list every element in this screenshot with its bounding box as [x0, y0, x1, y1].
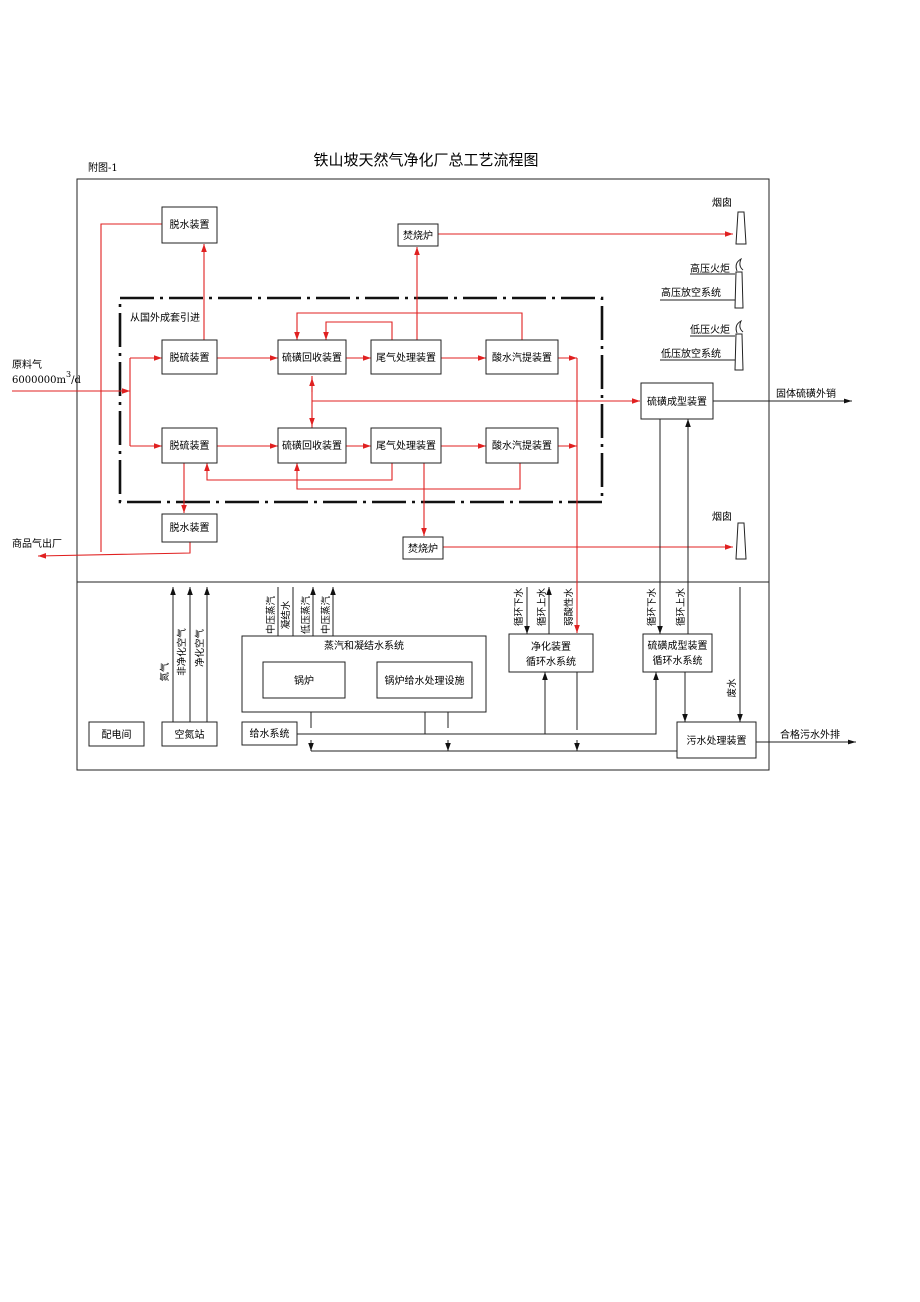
label-sulfur-cw-supply: 循环上水: [675, 588, 687, 627]
svg-text:污水处理装置: 污水处理装置: [687, 734, 747, 747]
svg-text:净化装置: 净化装置: [531, 640, 571, 653]
svg-text:低压火炬: 低压火炬: [690, 323, 730, 336]
svg-text:空氮站: 空氮站: [175, 728, 205, 741]
sewage-treatment-unit: 污水处理装置: [676, 721, 757, 759]
label-acidic-water: 弱酸性水: [563, 588, 575, 627]
svg-text:脱水装置: 脱水装置: [170, 218, 210, 231]
svg-text:硫磺回收装置: 硫磺回收装置: [282, 439, 342, 452]
svg-text:烟囱: 烟囱: [712, 510, 732, 523]
chimney-top: 烟囱: [712, 196, 747, 245]
bottom-recycle-inner: [204, 463, 393, 481]
incinerator-top: 焚烧炉: [397, 223, 439, 247]
top-recycle-inner: [323, 321, 393, 340]
sour-water-unit-top: 酸水汽提装置: [485, 339, 559, 375]
raw-gas-rate-number: 6000000m: [12, 375, 67, 386]
sulfur-recovery-unit-bottom: 硫磺回收装置: [277, 427, 347, 464]
boiler-feed-treatment: 锅炉给水处理设施: [376, 661, 473, 699]
label-sulfur-cw-return: 循环下水: [646, 588, 658, 627]
svg-text:循环水系统: 循环水系统: [653, 654, 703, 667]
imported-package-frame: [118, 296, 604, 504]
svg-text:尾气处理装置: 尾气处理装置: [376, 351, 436, 364]
sour-water-unit-bottom: 酸水汽提装置: [485, 427, 559, 464]
svg-text:低压放空系统: 低压放空系统: [661, 347, 721, 360]
raw-gas-label: 原料气: [12, 358, 42, 371]
svg-text:锅炉给水处理设施: 锅炉给水处理设施: [385, 674, 465, 687]
svg-text:硫磺成型装置: 硫磺成型装置: [648, 639, 708, 652]
figure-label: 附图-1: [88, 161, 118, 174]
label-non-purified-air: 非净化空气: [176, 628, 188, 676]
raw-gas-rate: 6000000m3/d: [12, 370, 81, 386]
raw-gas-rate-unit: /d: [71, 375, 81, 386]
svg-text:脱水装置: 脱水装置: [170, 521, 210, 534]
raw-gas-rate-sup: 3: [66, 370, 71, 379]
svg-text:焚烧炉: 焚烧炉: [403, 229, 433, 242]
dehydration-unit-bottom: 脱水装置: [161, 513, 218, 543]
label-lp-steam: 低压蒸汽: [300, 596, 312, 635]
svg-text:酸水汽提装置: 酸水汽提装置: [492, 351, 552, 364]
svg-text:尾气处理装置: 尾气处理装置: [376, 439, 436, 452]
svg-text:酸水汽提装置: 酸水汽提装置: [492, 439, 552, 452]
water-supply-system: 给水系统: [241, 721, 298, 746]
sulfur-forming-unit: 硫磺成型装置: [640, 382, 714, 420]
product-gas-label: 商品气出厂: [12, 537, 62, 550]
desulfurization-unit-bottom: 脱硫装置: [161, 427, 218, 464]
page-title: 铁山坡天然气净化厂总工艺流程图: [313, 151, 538, 169]
svg-text:脱硫装置: 脱硫装置: [170, 439, 210, 452]
wastewater-out-label: 合格污水外排: [780, 728, 840, 741]
chimney-bottom: 烟囱: [712, 510, 747, 560]
svg-text:脱硫装置: 脱硫装置: [170, 351, 210, 364]
label-purif-cw-supply: 循环上水: [536, 588, 548, 627]
label-condensate: 凝结水: [280, 600, 292, 629]
label-mp-steam-2: 中压蒸汽: [320, 596, 332, 635]
svg-text:焚烧炉: 焚烧炉: [408, 542, 438, 555]
dehydration-unit-top: 脱水装置: [161, 206, 218, 244]
incinerator-bottom: 焚烧炉: [402, 536, 444, 560]
desulfurization-unit-top: 脱硫装置: [161, 339, 218, 375]
outer-frame: [76, 178, 770, 771]
water-to-sulfur-cw: [621, 672, 659, 735]
boiler: 锅炉: [262, 661, 346, 699]
svg-text:烟囱: 烟囱: [712, 196, 732, 209]
lp-flare: 低压火炬 低压放空系统: [661, 319, 744, 371]
air-station: 空氮站: [161, 721, 218, 747]
svg-text:蒸汽和凝结水系统: 蒸汽和凝结水系统: [324, 639, 404, 652]
svg-text:高压火炬: 高压火炬: [690, 262, 730, 275]
svg-text:硫磺成型装置: 硫磺成型装置: [647, 395, 707, 408]
purification-cw-system: 净化装置 循环水系统: [508, 633, 594, 673]
tail-gas-unit-bottom: 尾气处理装置: [370, 427, 442, 464]
solid-sulfur-label: 固体硫磺外销: [776, 387, 836, 400]
svg-text:硫磺回收装置: 硫磺回收装置: [282, 351, 342, 364]
bottom-recycle-outer: [294, 463, 521, 490]
power-room: 配电间: [88, 721, 145, 747]
label-purified-air: 净化空气: [194, 629, 206, 668]
hp-flare: 高压火炬 高压放空系统: [661, 257, 744, 309]
label-mp-steam-1: 中压蒸汽: [265, 596, 277, 635]
label-nitrogen: 氮气: [159, 662, 171, 682]
svg-text:配电间: 配电间: [102, 728, 132, 741]
imported-package-note: 从国外成套引进: [130, 311, 200, 324]
sulfur-forming-cw-system: 硫磺成型装置 循环水系统: [642, 633, 713, 673]
svg-text:高压放空系统: 高压放空系统: [661, 286, 721, 299]
svg-text:循环水系统: 循环水系统: [526, 655, 576, 668]
label-waste-water: 废水: [726, 678, 738, 698]
top-recycle-outer: [294, 312, 523, 340]
product-gas-line-bottom: [37, 542, 191, 559]
product-gas-line-top: [100, 223, 162, 552]
svg-text:给水系统: 给水系统: [250, 727, 290, 740]
svg-text:锅炉: 锅炉: [294, 675, 314, 687]
tail-gas-unit-top: 尾气处理装置: [370, 339, 442, 375]
label-purif-cw-return: 循环下水: [513, 588, 525, 627]
sulfur-recovery-unit-top: 硫磺回收装置: [277, 339, 347, 375]
